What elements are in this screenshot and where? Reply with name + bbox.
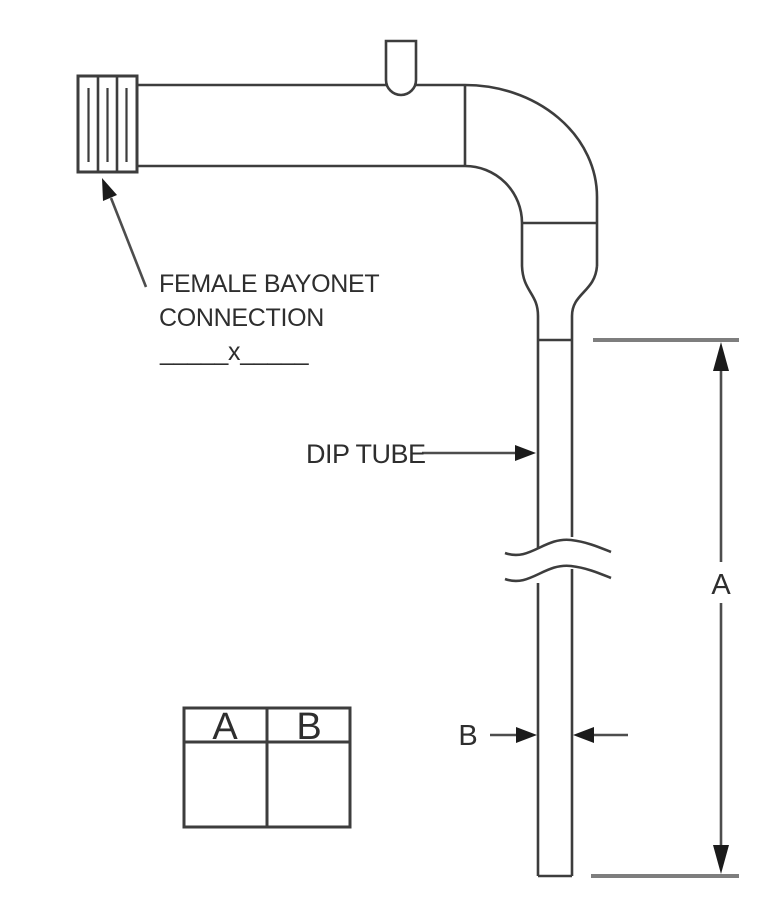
arrowhead-group — [102, 178, 729, 874]
dim-b-letter: B — [458, 720, 477, 752]
elbow-outer-wall — [464, 83, 599, 266]
part-outline-group — [76, 39, 612, 878]
bayonet-connector-body — [76, 74, 139, 174]
bayonet-leader-shaft — [109, 197, 148, 288]
dim-b-right-arrowhead-icon — [573, 727, 594, 743]
break-line-lower — [504, 564, 612, 583]
elbow-inner-wall — [464, 164, 524, 266]
dimension-table — [182, 706, 352, 829]
dimension-table-header-b: B — [296, 706, 321, 748]
leader-line-group — [109, 197, 723, 847]
dim-a-down-arrowhead-icon — [713, 845, 729, 874]
dim-a-up-arrowhead-icon — [713, 342, 729, 371]
extension-line-group — [591, 338, 739, 878]
dip-tube-leader-arrowhead-icon — [515, 445, 536, 461]
dim-b-left-arrowhead-icon — [516, 727, 537, 743]
reducer-right-wall — [570, 265, 599, 340]
bayonet-label-line1: FEMALE BAYONET — [159, 270, 379, 298]
top-port-stub — [384, 39, 418, 97]
break-line-upper — [504, 538, 612, 557]
bayonet-size-fill-in-blank: _____x_____ — [159, 338, 310, 366]
dimension-table-header-a: A — [212, 706, 238, 748]
reducer-left-wall — [520, 265, 540, 340]
bayonet-label-line2: CONNECTION — [159, 304, 324, 332]
bayonet-leader-arrowhead-icon — [102, 178, 117, 201]
dim-a-letter: A — [711, 569, 731, 601]
dip-tube-label: DIP TUBE — [306, 439, 426, 469]
